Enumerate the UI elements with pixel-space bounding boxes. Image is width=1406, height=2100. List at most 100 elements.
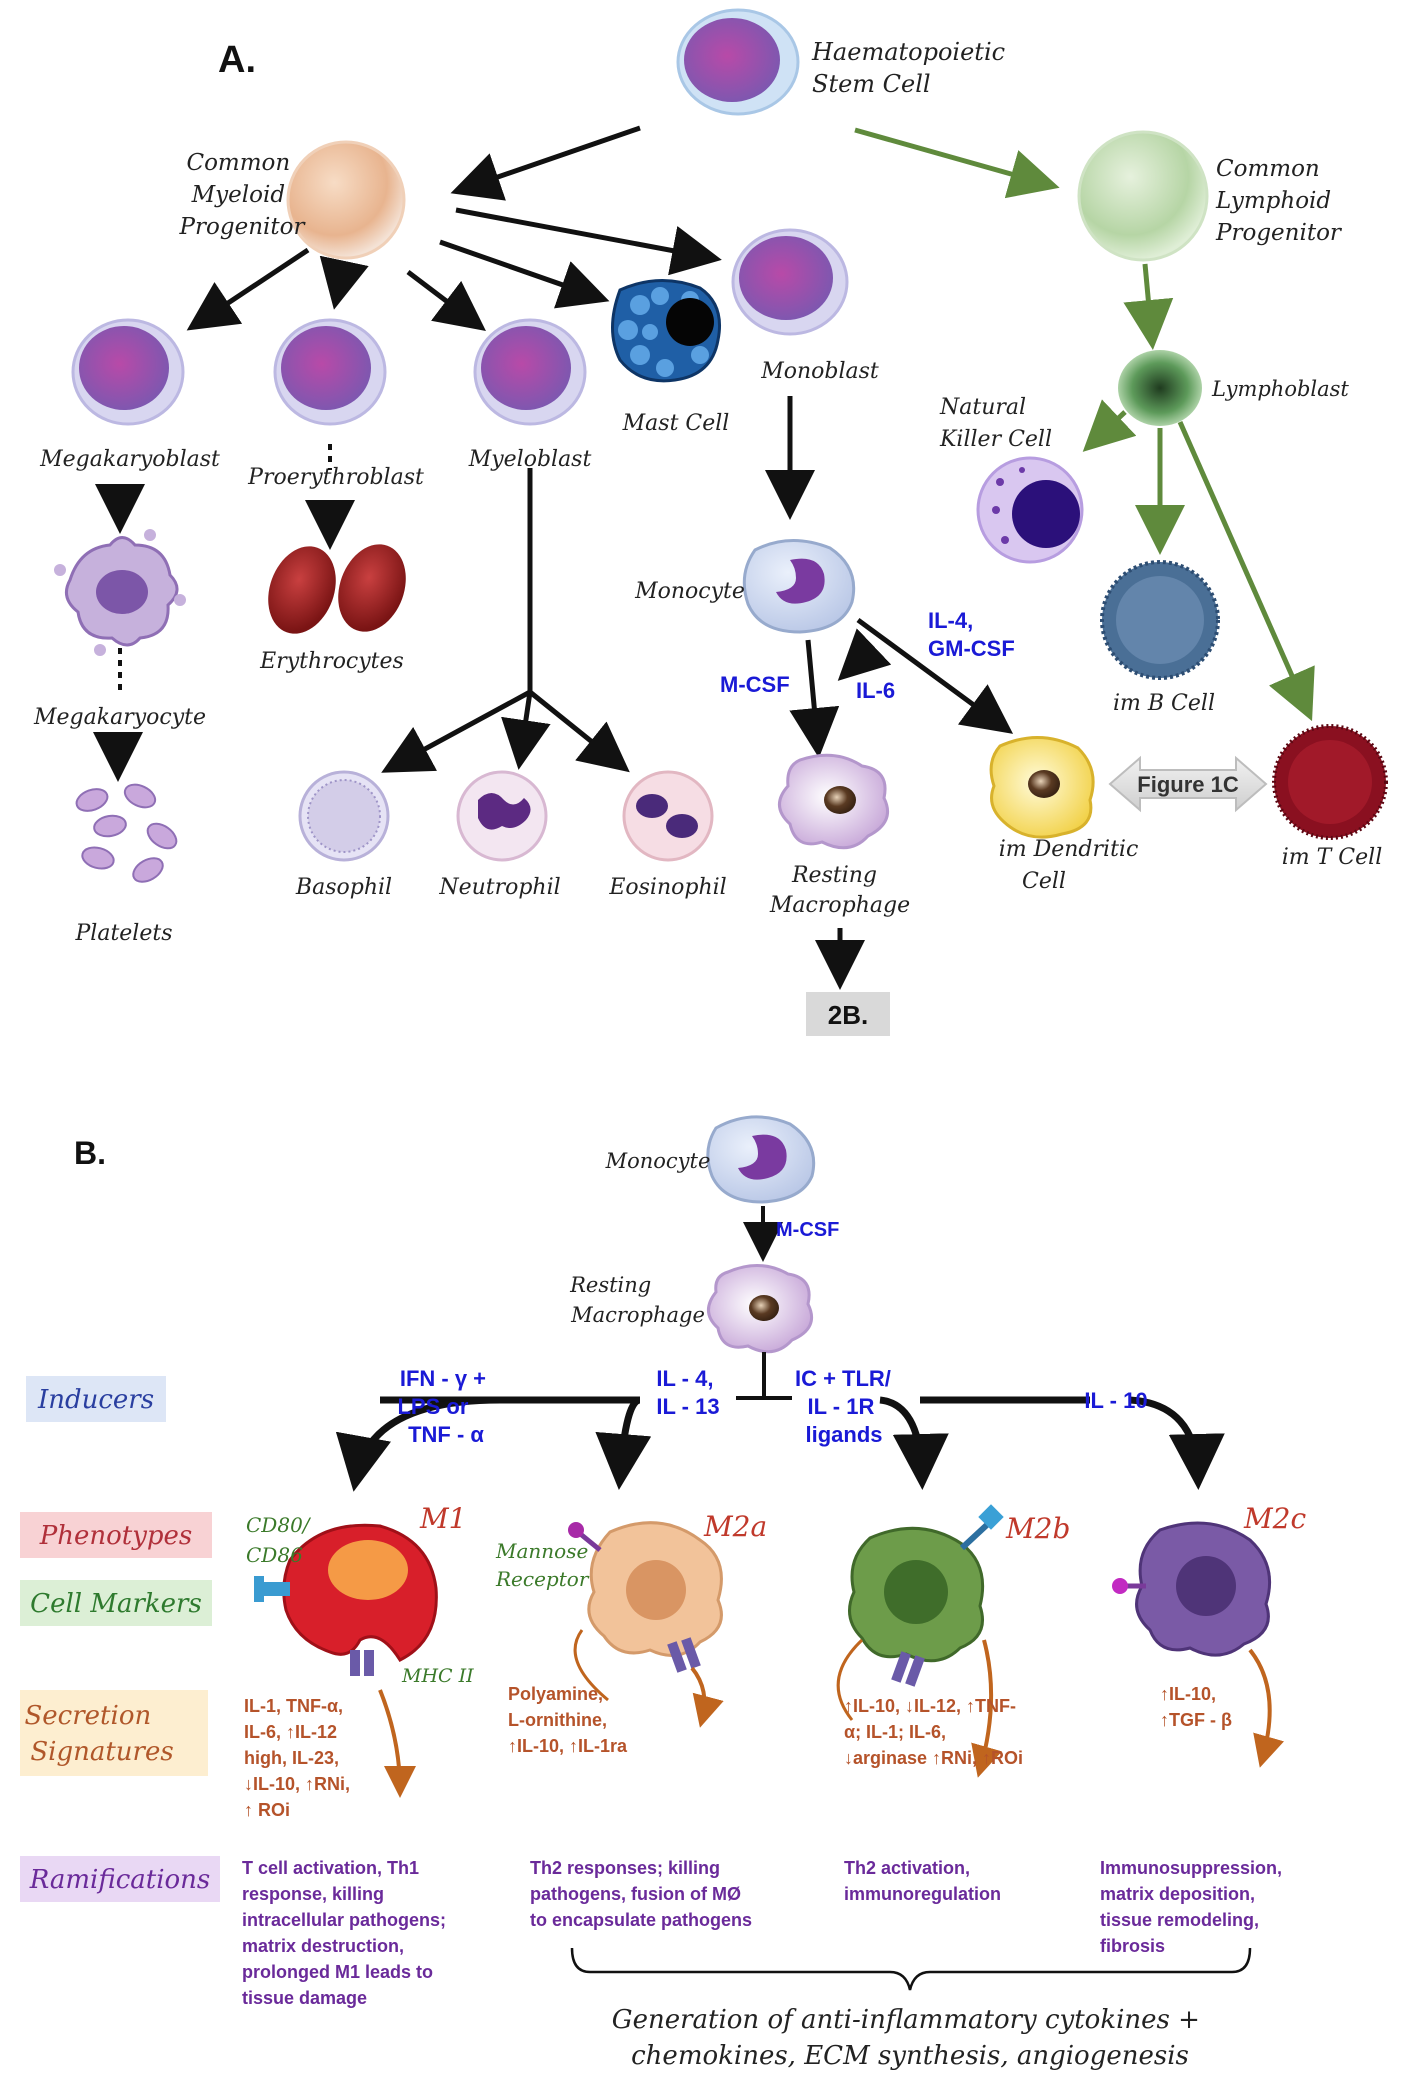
- lymphoblast-icon: [1118, 350, 1202, 426]
- erythrocytes-icon: [268, 544, 406, 634]
- arrow-hsc-clp: [854, 127, 1060, 199]
- marker-mannose: Mannose Receptor: [495, 1539, 595, 1591]
- mast-cell-label: Mast Cell: [622, 411, 730, 436]
- mast-cell-icon: [611, 279, 721, 383]
- figure-1c-label: Figure 1C: [1137, 772, 1239, 797]
- arrow-cmp-proerythroblast: [319, 255, 369, 310]
- t-cell-label: im T Cell: [1282, 845, 1382, 870]
- b-mcsf-label: M-CSF: [776, 1219, 839, 1241]
- arrow-cmp-myeloblast: [406, 270, 486, 332]
- row-label-inducers: Inducers: [37, 1385, 154, 1415]
- arrow-m2b: [879, 1396, 949, 1490]
- nk-cell-label: Natural Killer Cell: [939, 395, 1052, 452]
- m2a-macrophage-icon: [568, 1521, 723, 1673]
- eosinophil-label: Eosinophil: [608, 875, 726, 900]
- megakaryoblast-label: Megakaryoblast: [39, 447, 220, 472]
- cmp-cell-icon: [286, 140, 406, 260]
- secretion-arrow-m1: [378, 1689, 416, 1798]
- eosinophil-icon: [622, 770, 714, 862]
- proerythroblast-icon: [273, 318, 387, 426]
- resting-macrophage-icon: [778, 753, 889, 850]
- cytokine-il4-gmcsf-label: IL-4, GM-CSF: [928, 608, 1015, 661]
- megakaryocyte-icon: [54, 529, 186, 656]
- arrow-cmp-megakaryoblast: [186, 247, 310, 331]
- ramification-m2a: Th2 responses; killing pathogens, fusion…: [530, 1858, 752, 1930]
- monoblast-icon: [731, 228, 849, 336]
- il6-curved-arrow: [837, 628, 892, 681]
- row-label-inducers-box: [26, 1376, 166, 1422]
- myeloblast-label: Myeloblast: [468, 447, 592, 472]
- arrow-lymphoblast-t: [1177, 420, 1315, 722]
- hsc-cell-icon: [676, 8, 800, 116]
- arrow-monocyte-macrophage: [789, 639, 840, 758]
- secretion-arrow-m2a: [690, 1666, 724, 1728]
- figure-1c-arrow: [1108, 755, 1268, 813]
- clp-label: Common Lymphoid Progenitor: [1215, 156, 1343, 246]
- phenotype-m2b: M2b: [1005, 1512, 1070, 1545]
- row-label-cell-markers-box: [20, 1580, 212, 1626]
- monocyte-icon: [742, 538, 856, 634]
- arrow-clp-lymphoblast: [1123, 263, 1174, 350]
- phenotype-m2a: M2a: [703, 1510, 767, 1543]
- row-label-phenotypes-box: [20, 1512, 212, 1558]
- t-cell-icon: [1272, 724, 1388, 840]
- row-label-secretion: Secretion Signatures: [24, 1701, 173, 1767]
- ramification-m1: T cell activation, Th1 response, killing…: [242, 1858, 451, 2008]
- m2c-macrophage-icon: [1112, 1521, 1272, 1657]
- arrow-m1: [335, 1396, 501, 1492]
- neutrophil-icon: [456, 770, 548, 862]
- secretion-m1: IL-1, TNF-α, IL-6, ↑IL-12 high, IL-23, ↓…: [244, 1696, 355, 1820]
- inducer-m1: IFN - γ + LPS or TNF - α: [397, 1366, 492, 1447]
- secretion-arrow-m2b-left: [836, 1638, 864, 1721]
- arrow-myeloblast-basophil: [381, 689, 532, 773]
- neutrophil-label: Neutrophil: [438, 875, 560, 900]
- row-label-cell-markers: Cell Markers: [30, 1589, 202, 1619]
- footer-brace: [570, 1947, 1252, 1991]
- phenotype-m2c: M2c: [1243, 1502, 1306, 1535]
- proerythroblast-label: Proerythroblast: [247, 465, 424, 490]
- next-ref-label: 2B.: [828, 1000, 868, 1030]
- b-resting-macrophage-label: Resting Macrophage: [569, 1273, 705, 1327]
- arrow-monocyte-dendritic: [856, 617, 1014, 734]
- cytokine-il6-label: IL-6: [856, 678, 895, 703]
- basophil-label: Basophil: [295, 875, 392, 900]
- secretion-arrow-m2a-left: [573, 1629, 609, 1702]
- arrow-cmp-monoblast: [455, 207, 722, 276]
- arrow-lymphoblast-nk: [1082, 399, 1137, 452]
- secretion-arrow-m2b: [971, 1639, 1002, 1778]
- nk-cell-icon: [976, 456, 1084, 564]
- ramification-m2c: Immunosuppression, matrix deposition, ti…: [1100, 1858, 1287, 1956]
- lymphoblast-label: Lymphoblast: [1211, 377, 1349, 401]
- row-label-ramifications: Ramifications: [29, 1865, 211, 1895]
- arrow-myeloblast-neutrophil: [501, 691, 551, 770]
- secretion-arrow-m2c: [1248, 1648, 1284, 1768]
- arrow-m2c: [1129, 1396, 1225, 1490]
- m1-macrophage-icon: [254, 1523, 438, 1676]
- b-cell-icon: [1100, 560, 1220, 680]
- platelets-label: Platelets: [74, 921, 172, 946]
- row-label-secretion-box: [20, 1690, 208, 1776]
- hsc-label: Haematopoietic Stem Cell: [811, 38, 1013, 98]
- footer-caption: Generation of anti-inflammatory cytokine…: [612, 2005, 1208, 2071]
- inducer-m2a: IL - 4, IL - 13: [656, 1366, 719, 1419]
- marker-mhc: MHC II: [401, 1665, 474, 1687]
- b-monocyte-label: Monocyte: [605, 1149, 711, 1173]
- cytokine-mcsf-label: M-CSF: [720, 672, 790, 697]
- b-monocyte-icon: [706, 1115, 816, 1204]
- basophil-icon: [298, 770, 390, 862]
- arrow-myeloblast-eosinophil: [528, 690, 630, 773]
- secretion-m2a: Polyamine, L-ornithine, ↑IL-10, ↑IL-1ra: [508, 1684, 628, 1756]
- arrow-m2a: [595, 1396, 652, 1490]
- megakaryoblast-icon: [71, 318, 185, 426]
- platelets-icon: [75, 783, 178, 883]
- secretion-m2b: ↑IL-10, ↓IL-12, ↑TNF- α; IL-1; IL-6, ↓ar…: [844, 1696, 1023, 1768]
- b-cell-label: im B Cell: [1113, 691, 1215, 716]
- secretion-m2c: ↑IL-10, ↑TGF - β: [1160, 1684, 1232, 1730]
- m2b-macrophage-icon: [848, 1504, 1004, 1687]
- panel-b-label: B.: [74, 1135, 106, 1171]
- arrow-cmp-mast: [439, 239, 610, 309]
- erythrocytes-label: Erythrocytes: [259, 649, 404, 674]
- inducer-m2c: IL - 10: [1084, 1388, 1147, 1413]
- row-label-ramifications-box: [20, 1856, 220, 1902]
- panel-a-label: A.: [218, 39, 256, 81]
